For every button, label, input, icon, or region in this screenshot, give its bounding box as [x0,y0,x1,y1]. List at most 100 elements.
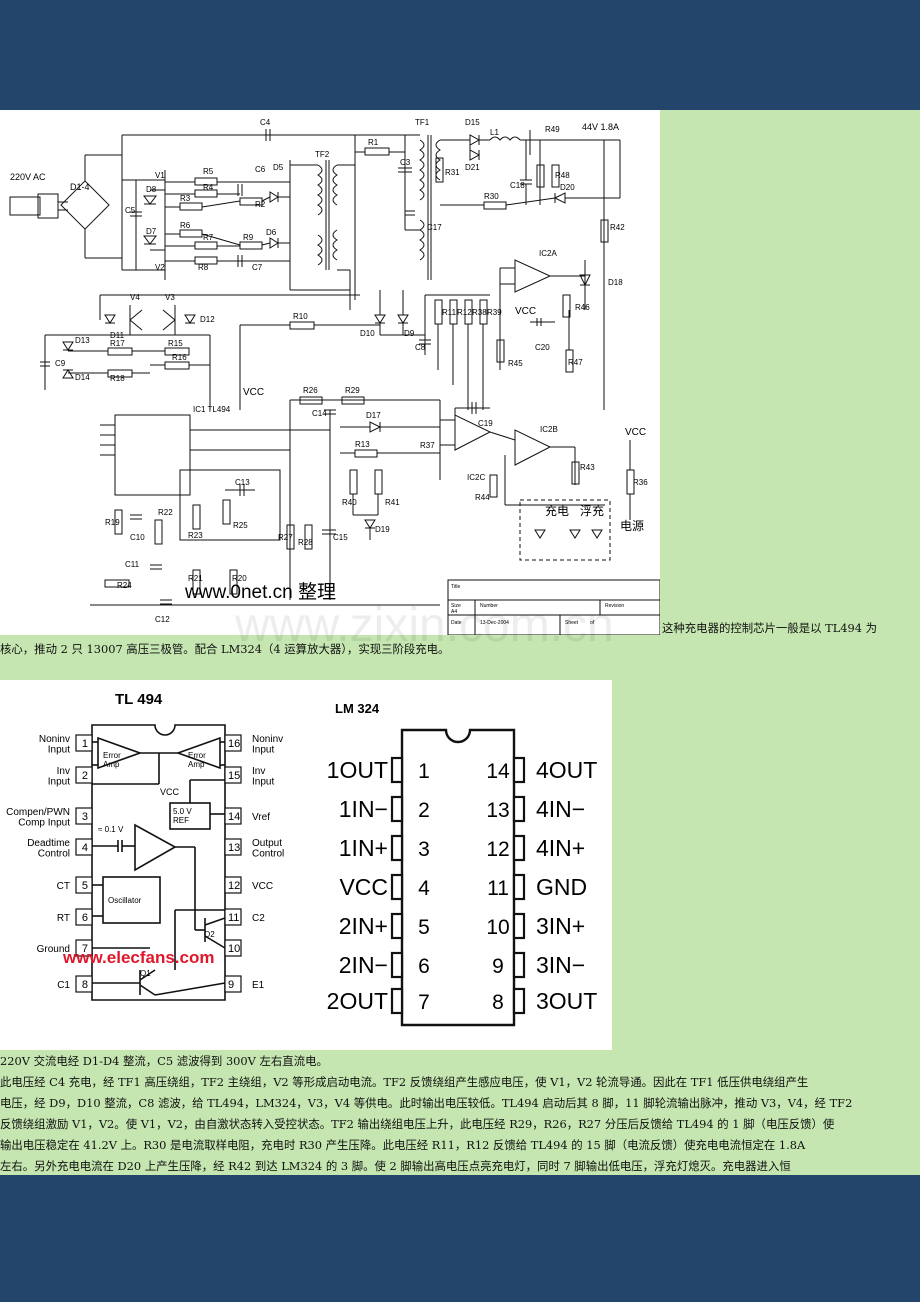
c6-label: C6 [255,165,266,174]
lm324-pin-14-number: 14 [486,760,510,783]
v4-label: V4 [130,293,140,302]
d5-label: D5 [273,163,284,172]
page-watermark: www.zixin.com.cn [235,599,614,652]
tl494-pin-8-name: C1 [57,980,70,991]
tl494-pin-11-number: 11 [228,912,239,924]
body-line-6: 左右。另外充电电流在 D20 上产生压降，经 R42 到达 LM324 的 3 … [0,1159,791,1173]
tl494-pin-12-number: 12 [228,880,240,892]
power-indicator-label: 电源 [620,519,644,533]
c17-label: C17 [427,223,442,232]
d7-label: D7 [146,227,157,236]
r31-label: R31 [445,168,460,177]
tl494-pin-15-number: 15 [228,770,240,782]
r20-label: R20 [232,574,247,583]
lm324-pin-2-name: 1IN− [339,796,388,822]
lm324-pin-11-number: 11 [487,877,509,900]
website-watermark: www.0net.cn 整理 [184,581,336,603]
title-block-revision: Revision [605,603,624,609]
d14-label: D14 [75,373,90,382]
tl494-pin-2-number: 2 [82,770,88,782]
title-block-number: Number [480,603,498,609]
r30-label: R30 [484,192,499,201]
r8-label: R8 [198,263,209,272]
vcc-label-2: VCC [515,306,536,317]
tl494-pin-3-number: 3 [82,811,88,823]
r49-label: R49 [545,125,560,134]
lm324-pin-12-number: 12 [486,838,509,861]
r38-label: R38 [472,308,487,317]
bridge-label: D1-4 [70,182,90,192]
d19-label: D19 [375,525,390,534]
header-band [0,0,920,110]
r40-label: R40 [342,498,357,507]
r22-label: R22 [158,508,173,517]
c19-label: C19 [478,419,493,428]
lm324-pin-4-name: VCC [339,874,388,900]
tl494-pin-1-number: 1 [82,738,88,750]
r23-label: R23 [188,531,203,540]
body-line-5: 输出电压稳定在 41.2V 上。R30 是电流取样电阻，充电时 R30 产生压降… [0,1138,806,1152]
d6-label: D6 [266,228,277,237]
r6-label: R6 [180,221,191,230]
r42-label: R42 [610,223,625,232]
r26-label: R26 [303,386,318,395]
tl494-pin-6-name: RT [57,913,70,924]
tl494-pin-10-number: 10 [228,943,240,955]
r27-label: R27 [278,533,293,542]
r25-label: R25 [233,521,248,530]
lm324-pin-10-name: 3IN+ [536,913,585,939]
c4-label: C4 [260,118,271,127]
r12-label: R12 [457,308,472,317]
tl494-pin-14-name: Vref [252,812,270,823]
tl494-title: TL 494 [115,691,163,708]
r7-label: R7 [203,233,214,242]
tl494-pin-7-number: 7 [82,943,88,955]
r2-label: R2 [255,200,266,209]
d11-label: D11 [110,331,125,340]
lm324-pin-5-lead [390,912,404,940]
lm324-pin-4-lead [390,873,404,901]
c14-label: C14 [312,409,327,418]
lm324-pin-13-number: 13 [486,799,509,822]
d18-label: D18 [608,278,623,287]
lm324-pin-3-number: 3 [418,838,430,861]
lm324-pin-1-name: 1OUT [327,757,388,783]
c7-label: C7 [252,263,263,272]
r9-label: R9 [243,233,254,242]
c5-label: C5 [125,206,136,215]
ic2c-label: IC2C [467,473,485,482]
lm324-pin-14-lead [512,756,526,784]
d17-label: D17 [366,411,381,420]
r45-label: R45 [508,359,523,368]
r48-label: R48 [555,171,570,180]
lm324-pin-14-name: 4OUT [536,757,597,783]
ic2b-label: IC2B [540,425,558,434]
caption-line-1: 这种充电器的控制芯片一般是以 TL494 为 [662,621,878,635]
lm324-pin-2-number: 2 [418,799,430,822]
lm324-title: LM 324 [335,701,380,716]
lm324-pin-11-name: GND [536,874,587,900]
d21-label: D21 [465,163,480,172]
lm324-pin-1-lead [390,756,404,784]
body-line-2: 此电压经 C4 充电，经 TF1 高压绕组，TF2 主绕组，V2 等形成启动电流… [0,1075,809,1089]
r13-label: R13 [355,440,370,449]
tl494-pin-12-name: VCC [252,881,273,892]
l1-label: L1 [490,128,499,137]
lm324-pin-8-name: 3OUT [536,988,597,1014]
lm324-pin-3-name: 1IN+ [339,835,388,861]
lm324-pin-12-lead [512,834,526,862]
r19-label: R19 [105,518,120,527]
r3-label: R3 [180,194,191,203]
v2-label: V2 [155,263,165,272]
lm324-pin-13-lead [512,795,526,823]
c15-label: C15 [333,533,348,542]
tl494-pin-4-number: 4 [82,842,88,854]
lm324-pin-4-number: 4 [418,877,430,900]
title-block-size: Size [451,603,461,609]
